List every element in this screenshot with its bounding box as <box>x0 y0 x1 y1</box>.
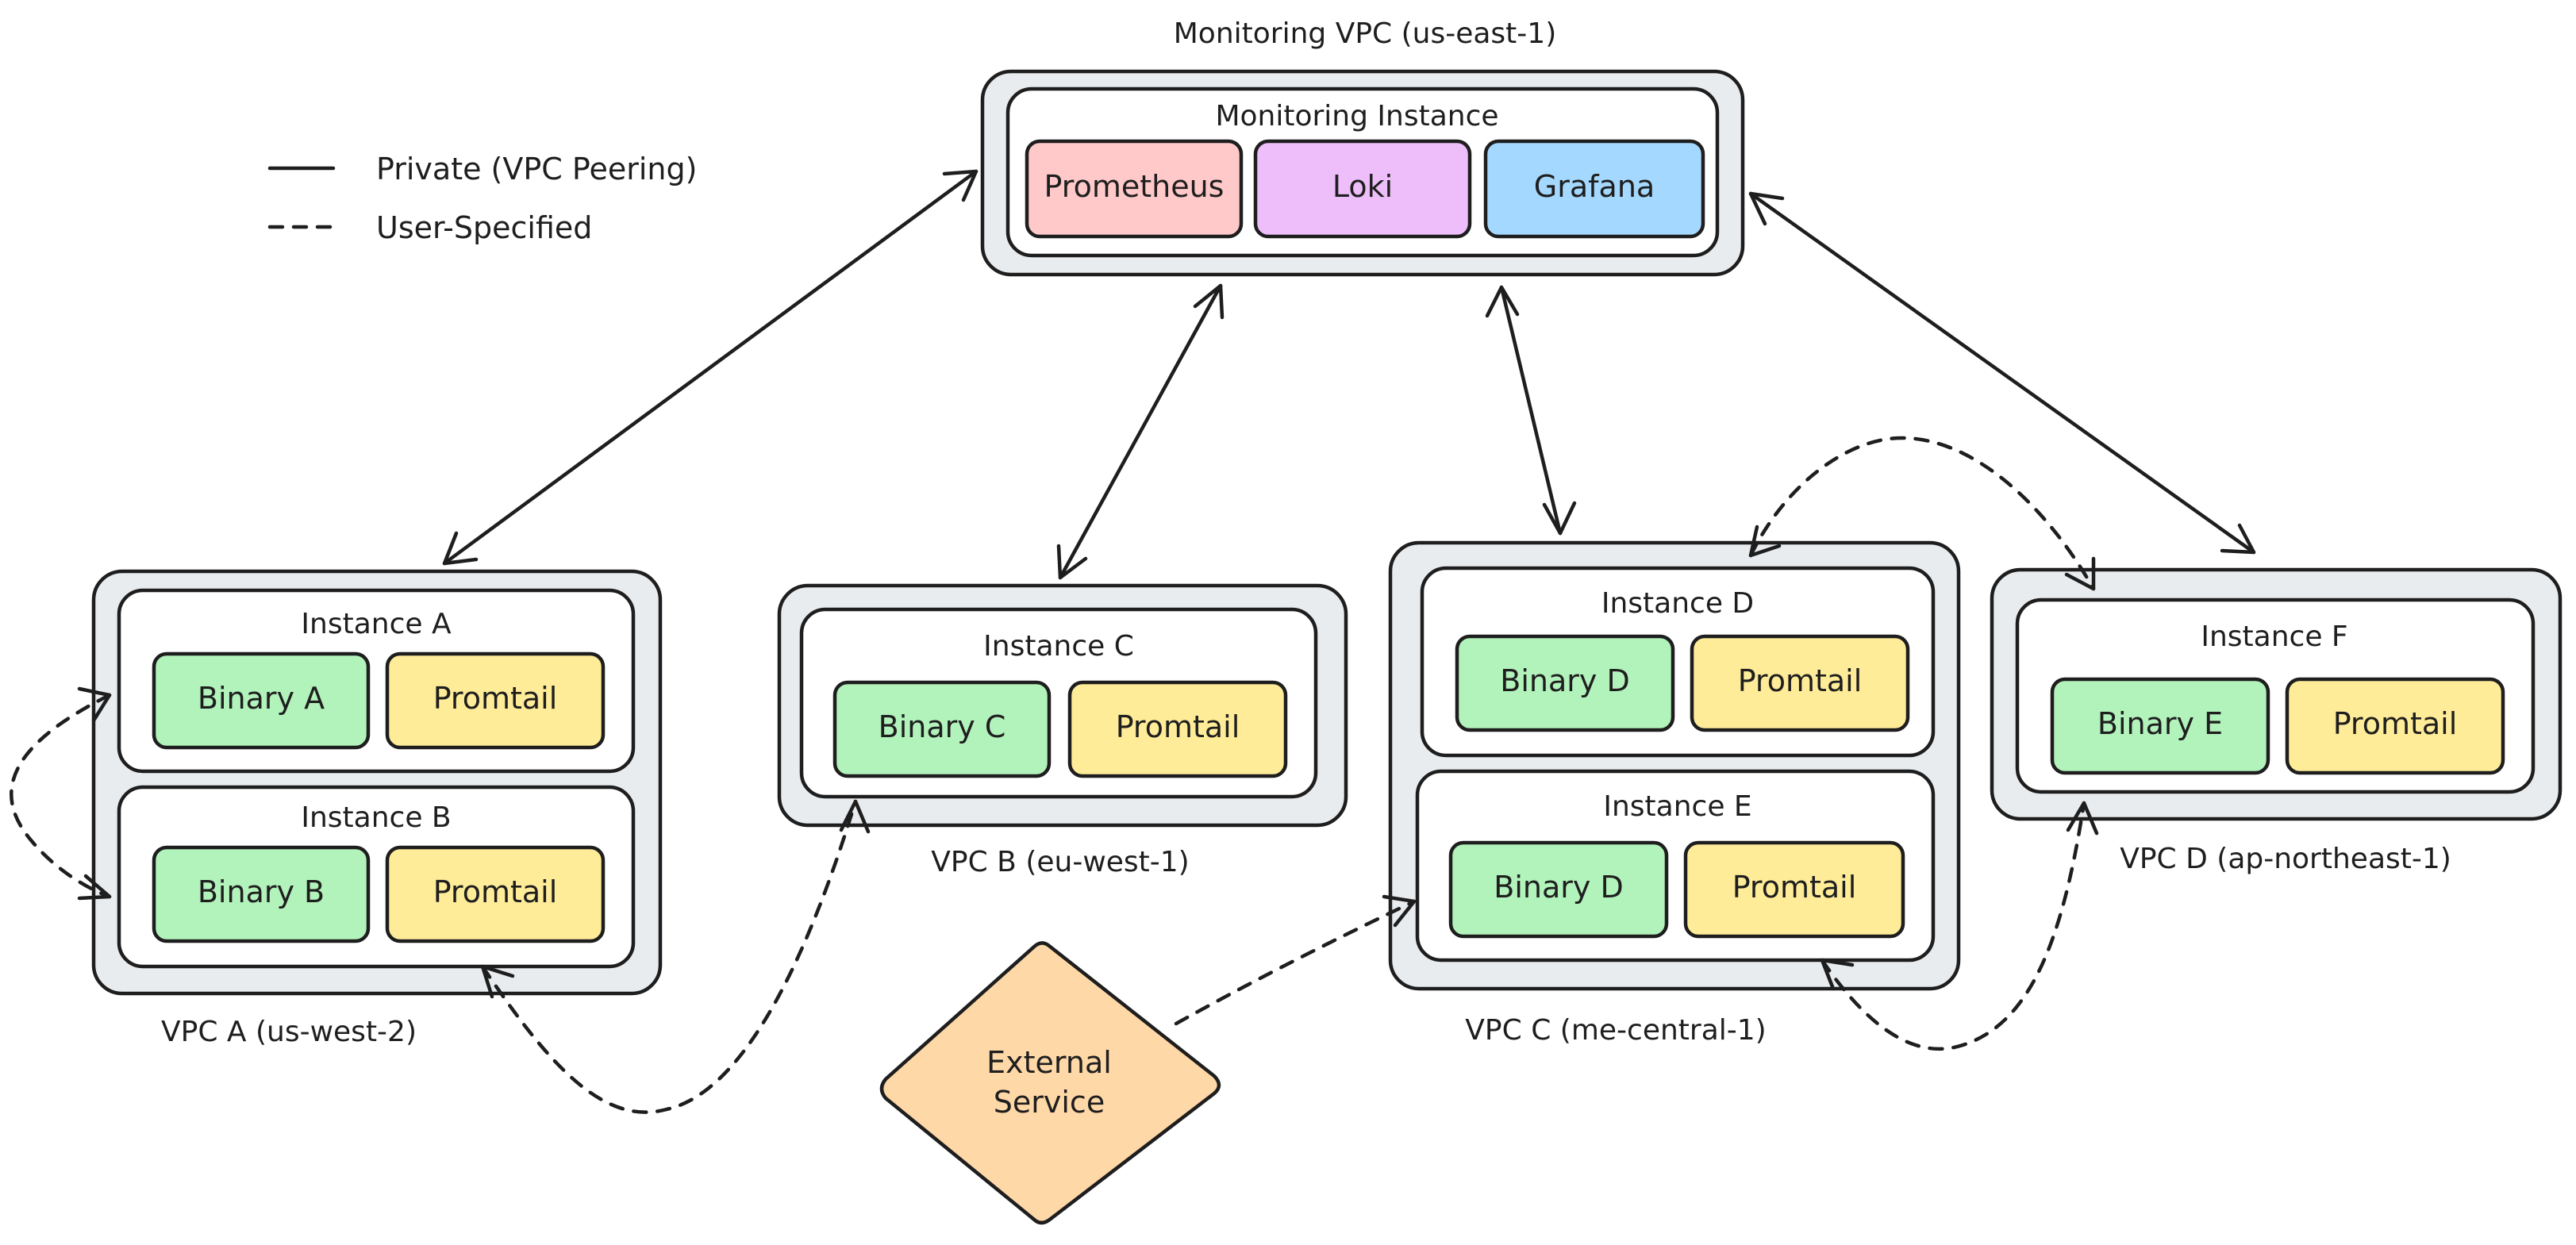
binary-e-d-component: Binary D <box>1448 840 1669 939</box>
monitoring-instance-title: Monitoring Instance <box>1215 100 1498 133</box>
binary-a-label: Binary A <box>198 681 325 716</box>
binary-c-label: Binary C <box>879 709 1006 744</box>
prometheus-component: Prometheus <box>1025 139 1244 239</box>
vpc-a-label: VPC A (us-west-2) <box>161 1016 417 1048</box>
binary-d-label: Binary D <box>1500 663 1629 698</box>
binary-f-component: Binary E <box>2050 677 2270 775</box>
legend-private-label: Private (VPC Peering) <box>376 152 697 186</box>
instance-f-title: Instance F <box>2201 621 2347 653</box>
vpc-d-label: VPC D (ap-northeast-1) <box>2120 843 2451 875</box>
promtail-b-component: Promtail <box>385 845 606 943</box>
vpc-b: Instance C Binary C Promtail VPC B (eu-w… <box>777 583 1348 878</box>
peering-arrow-vpc-c <box>1485 285 1577 536</box>
monitoring-vpc-label: Monitoring VPC (us-east-1) <box>1174 17 1557 50</box>
loki-component: Loki <box>1253 139 1472 239</box>
prometheus-label: Prometheus <box>1044 169 1225 204</box>
promtail-d-label: Promtail <box>1738 663 1863 698</box>
promtail-c-component: Promtail <box>1067 680 1288 778</box>
external-service-line1: External <box>986 1045 1112 1080</box>
promtail-f-label: Promtail <box>2333 706 2458 741</box>
legend: Private (VPC Peering) User-Specified <box>267 152 697 245</box>
vpc-d: Instance F Binary E Promtail VPC D (ap-n… <box>1990 567 2563 875</box>
grafana-component: Grafana <box>1483 139 1705 239</box>
binary-f-label: Binary E <box>2097 706 2223 741</box>
dashed-arrow-promtail-b-to-vpc-b <box>480 799 871 1114</box>
vpc-c: Instance D Binary D Promtail Instance E … <box>1388 540 1961 1047</box>
instance-a-title: Instance A <box>301 608 452 640</box>
legend-user-label: User-Specified <box>376 210 592 245</box>
external-service-line2: Service <box>994 1085 1105 1120</box>
grafana-label: Grafana <box>1534 169 1655 204</box>
promtail-b-label: Promtail <box>433 874 558 909</box>
instance-e-title: Instance E <box>1603 790 1751 823</box>
vpc-c-label: VPC C (me-central-1) <box>1465 1014 1766 1047</box>
peering-arrow-vpc-d <box>1748 191 2256 555</box>
vpc-a: Instance A Binary A Promtail Instance B … <box>91 569 663 1048</box>
external-service: External Service <box>879 941 1221 1225</box>
binary-c-component: Binary C <box>832 680 1052 778</box>
promtail-d-component: Promtail <box>1690 634 1910 732</box>
instance-c-title: Instance C <box>983 630 1134 663</box>
promtail-a-label: Promtail <box>433 681 558 716</box>
monitoring-vpc: Monitoring VPC (us-east-1) Monitoring In… <box>980 17 1745 277</box>
promtail-f-component: Promtail <box>2285 677 2505 775</box>
dashed-arrow-external-to-vpc-c <box>1174 894 1417 1026</box>
binary-b-label: Binary B <box>198 874 325 909</box>
dashed-arrow-instance-a-b <box>10 686 112 901</box>
peering-arrow-vpc-b <box>1056 283 1225 580</box>
dashed-arrow-instance-d-to-vpc-d <box>1748 436 2096 591</box>
loki-label: Loki <box>1332 169 1393 204</box>
binary-a-component: Binary A <box>152 651 371 750</box>
vpc-b-label: VPC B (eu-west-1) <box>931 846 1189 878</box>
binary-d-component: Binary D <box>1455 634 1675 732</box>
dashed-arrow-promtail-e-to-vpc-d <box>1820 801 2099 1051</box>
user-specified-arrows <box>10 436 2099 1114</box>
promtail-e-label: Promtail <box>1732 870 1857 905</box>
peering-arrow-vpc-a <box>442 169 978 566</box>
binary-b-component: Binary B <box>152 845 371 943</box>
binary-e-d-label: Binary D <box>1494 870 1623 905</box>
promtail-c-label: Promtail <box>1116 709 1240 744</box>
promtail-a-component: Promtail <box>385 651 606 750</box>
instance-b-title: Instance B <box>301 801 451 834</box>
instance-d-title: Instance D <box>1601 587 1754 620</box>
vpc-peering-arrows <box>442 169 2256 580</box>
promtail-e-component: Promtail <box>1683 840 1905 939</box>
